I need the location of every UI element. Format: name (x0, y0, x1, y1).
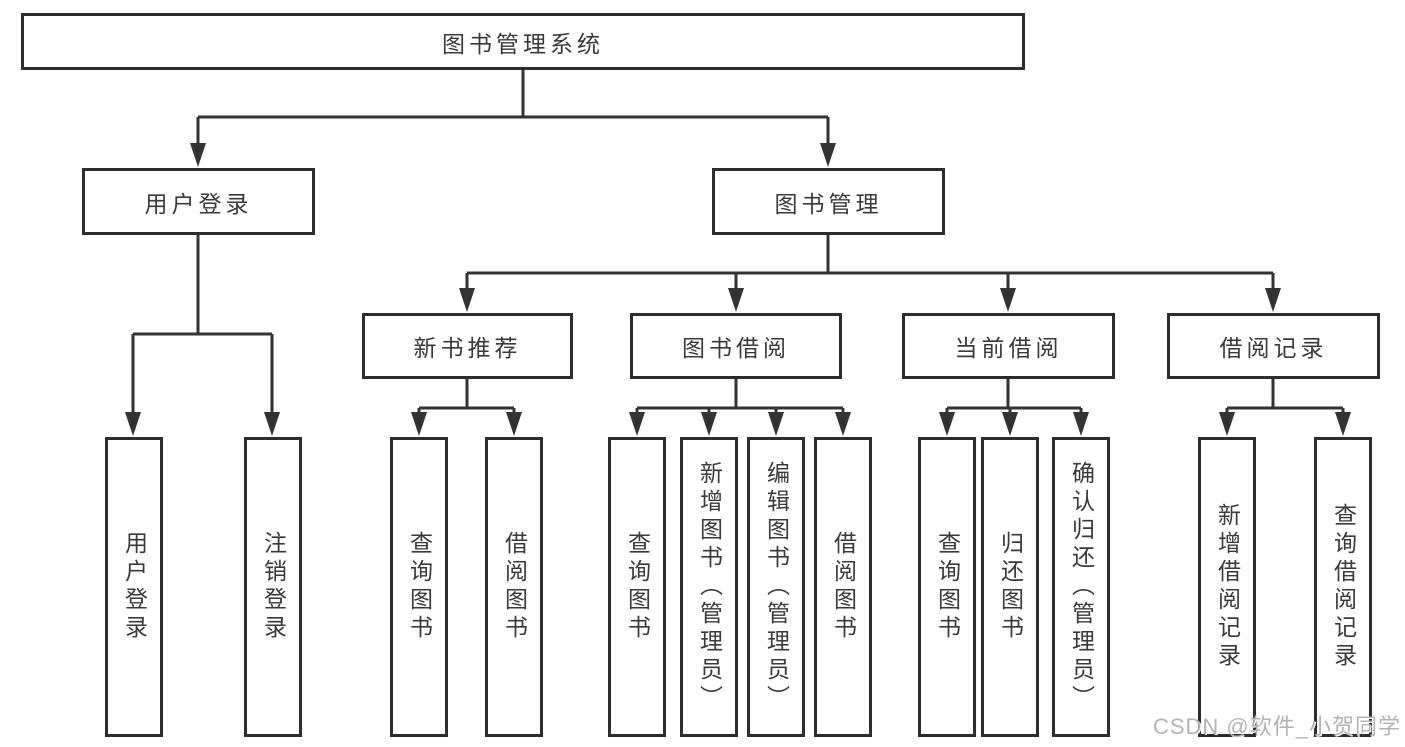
leaf-logout: 注销登录 (244, 437, 302, 737)
node-new-book-recommendation: 新书推荐 (362, 313, 573, 379)
leaf-add-books-admin-label: 新增图书（管理员） (696, 461, 723, 713)
leaf-add-borrow-record: 新增借阅记录 (1198, 437, 1256, 737)
leaf-borrow-books-recommend: 借阅图书 (485, 437, 543, 737)
connector-book-borrowing (635, 379, 845, 417)
connector-root (196, 70, 830, 148)
leaf-return-books: 归还图书 (981, 437, 1039, 737)
node-new-book-recommendation-label: 新书推荐 (413, 335, 522, 361)
leaf-query-books-current: 查询图书 (918, 437, 976, 737)
node-book-borrowing: 图书借阅 (630, 313, 842, 379)
leaf-confirm-return-admin-label: 确认归还（管理员） (1068, 461, 1095, 713)
leaf-user-login-label: 用户登录 (121, 531, 148, 643)
leaf-query-books-recommend: 查询图书 (390, 437, 448, 737)
leaf-logout-label: 注销登录 (260, 531, 287, 643)
node-book-management-label: 图书管理 (774, 190, 883, 217)
leaf-borrow-books-recommend-label: 借阅图书 (501, 531, 528, 643)
leaf-add-borrow-record-label: 新增借阅记录 (1214, 503, 1241, 671)
leaf-confirm-return-admin: 确认归还（管理员） (1052, 437, 1110, 737)
leaf-query-borrow-record: 查询借阅记录 (1314, 437, 1372, 737)
node-user-login-label: 用户登录 (144, 190, 253, 217)
node-current-borrowing-label: 当前借阅 (954, 335, 1063, 361)
connector-current-borrowing (945, 379, 1083, 417)
node-current-borrowing: 当前借阅 (902, 313, 1115, 379)
node-user-login: 用户登录 (82, 168, 315, 235)
node-root-label: 图书管理系统 (442, 30, 604, 57)
node-borrowing-records-label: 借阅记录 (1219, 335, 1328, 361)
leaf-query-books-borrowing: 查询图书 (608, 437, 666, 737)
leaf-borrow-books-borrowing-label: 借阅图书 (830, 531, 857, 643)
watermark: CSDN @软件_小贺同学 (1152, 714, 1401, 739)
leaf-query-books-recommend-label: 查询图书 (406, 531, 433, 643)
connector-new-book (417, 379, 516, 417)
leaf-add-books-admin: 新增图书（管理员） (680, 437, 738, 737)
leaf-return-books-label: 归还图书 (997, 531, 1024, 643)
leaf-user-login: 用户登录 (105, 437, 163, 737)
leaf-query-borrow-record-label: 查询借阅记录 (1330, 503, 1357, 671)
leaf-query-books-current-label: 查询图书 (934, 531, 961, 643)
node-root: 图书管理系统 (21, 13, 1025, 70)
connector-borrowing-records (1225, 379, 1345, 417)
connector-user-login (131, 235, 274, 417)
leaf-edit-books-admin: 编辑图书（管理员） (747, 437, 805, 737)
leaf-query-books-borrowing-label: 查询图书 (624, 531, 651, 643)
node-book-borrowing-label: 图书借阅 (682, 335, 790, 361)
node-borrowing-records: 借阅记录 (1167, 313, 1380, 379)
connector-book-management (465, 235, 1275, 292)
leaf-borrow-books-borrowing: 借阅图书 (814, 437, 872, 737)
leaf-edit-books-admin-label: 编辑图书（管理员） (763, 461, 790, 713)
node-book-management: 图书管理 (712, 168, 945, 235)
